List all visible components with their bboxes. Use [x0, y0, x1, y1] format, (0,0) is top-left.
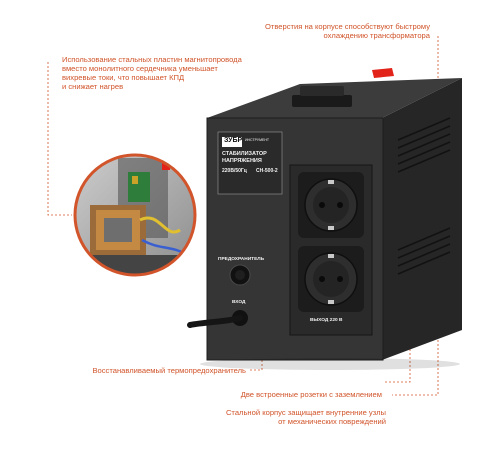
callout-thermal-line-1: Восстанавливаемый термопредохранитель — [92, 366, 246, 375]
callout-sockets: Две встроенные розетки с заземлением — [196, 390, 382, 399]
device-spec: 220В/50Гц — [222, 168, 247, 174]
callout-core-line-2: вместо монолитного сердечника уменьшает — [62, 64, 218, 73]
transformer-inset — [73, 153, 197, 277]
callout-core: Использование стальных пластин магнитопр… — [62, 55, 262, 91]
callout-core-line-1: Использование стальных пластин магнитопр… — [62, 55, 242, 64]
callout-sockets-line-1: Две встроенные розетки с заземлением — [240, 390, 382, 399]
device-label: СТАБИЛИЗАТОР НАПРЯЖЕНИЯ — [222, 151, 267, 165]
callout-housing-line-2: от механических повреждений — [278, 417, 386, 426]
device-label-line-1: СТАБИЛИЗАТОР — [222, 151, 267, 157]
input-label: ВХОД — [232, 300, 245, 305]
callout-housing: Стальной корпус защищает внутренние узлы… — [176, 408, 386, 426]
device-spec-text: 220В/50Гц — [222, 168, 247, 174]
device-model: СН-500-2 — [256, 168, 278, 174]
output-label-text: ВЫХОД 220 В — [310, 318, 343, 323]
input-label-text: ВХОД — [232, 300, 246, 305]
callout-cooling-line-1: Отверстия на корпусе способствуют быстро… — [264, 22, 430, 31]
callout-core-line-4: и снижает нагрев — [62, 82, 124, 91]
callout-cooling-line-2: охлаждению трансформатора — [323, 31, 430, 40]
fuse-label-text: ПРЕДОХРАНИТЕЛЬ — [218, 257, 265, 262]
brand-logo: ЗУБР — [224, 137, 242, 144]
brand-sub-text: ИНСТРУМЕНТ — [245, 138, 269, 142]
callout-thermal: Восстанавливаемый термопредохранитель — [60, 366, 246, 375]
device-label-line-2: НАПРЯЖЕНИЯ — [222, 158, 262, 164]
brand-sub: ИНСТРУМЕНТ — [245, 138, 269, 142]
device-model-text: СН-500-2 — [256, 168, 278, 174]
brand-name: ЗУБР — [224, 137, 243, 144]
callout-housing-line-1: Стальной корпус защищает внутренние узлы — [225, 408, 386, 417]
callout-core-line-3: вихревые токи, что повышает КПД — [62, 73, 185, 82]
fuse-label: ПРЕДОХРАНИТЕЛЬ — [218, 257, 264, 262]
callout-cooling: Отверстия на корпусе способствуют быстро… — [238, 22, 430, 40]
output-label: ВЫХОД 220 В — [310, 318, 342, 323]
